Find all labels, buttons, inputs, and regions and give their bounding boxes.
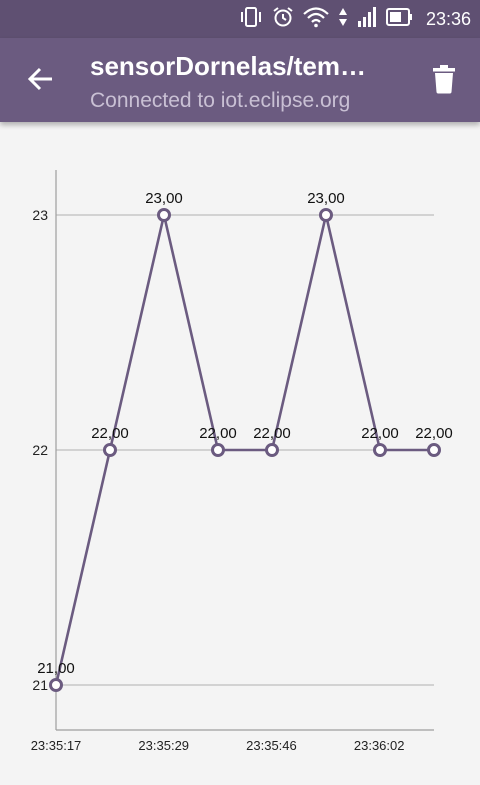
arrow-back-icon — [27, 65, 55, 98]
x-tick-label: 23:35:29 — [138, 738, 189, 753]
status-bar: 23:36 — [0, 0, 480, 38]
series-line — [54, 213, 434, 686]
x-tick-label: 23:35:46 — [246, 738, 297, 753]
data-label: 22,00 — [361, 425, 399, 442]
alarm-icon — [272, 6, 294, 33]
trash-icon — [432, 64, 456, 99]
data-point — [157, 208, 171, 222]
x-tick-label: 23:36:02 — [354, 738, 405, 753]
data-point — [319, 208, 333, 222]
battery-icon — [386, 6, 414, 33]
data-label: 22,00 — [415, 425, 453, 442]
y-tick-label: 23 — [32, 207, 48, 223]
y-tick-label: 22 — [32, 442, 48, 458]
app-bar: sensorDornelas/tem… Connected to iot.ecl… — [0, 38, 480, 122]
data-point — [49, 678, 63, 692]
page-title: sensorDornelas/tem… — [90, 51, 366, 81]
delete-button[interactable] — [422, 58, 466, 104]
wifi-icon — [303, 6, 329, 33]
data-label: 22,00 — [253, 425, 291, 442]
vibrate-icon — [239, 6, 263, 33]
connection-subtitle: Connected to iot.eclipse.org — [90, 89, 351, 112]
data-point — [373, 443, 387, 457]
data-point — [103, 443, 117, 457]
data-label: 23,00 — [307, 190, 345, 207]
signal-icon — [357, 6, 377, 33]
x-tick-label: 23:35:17 — [31, 738, 82, 753]
status-icons — [239, 6, 414, 33]
y-tick-label: 21 — [32, 677, 48, 693]
back-button[interactable] — [18, 58, 64, 104]
data-label: 21,00 — [37, 660, 75, 677]
data-label: 22,00 — [91, 425, 129, 442]
data-point — [265, 443, 279, 457]
status-time: 23:36 — [425, 9, 471, 29]
data-label: 22,00 — [199, 425, 237, 442]
data-point — [211, 443, 225, 457]
data-arrows-icon — [338, 6, 348, 33]
data-label: 23,00 — [145, 190, 183, 207]
data-point — [427, 443, 441, 457]
